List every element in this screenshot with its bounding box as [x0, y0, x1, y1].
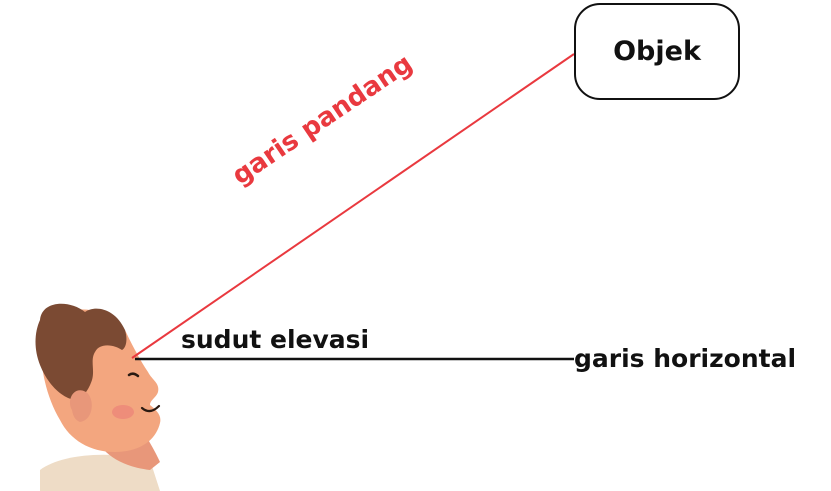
person-illustration: [35, 303, 161, 491]
person-mouth: [140, 404, 161, 413]
object-box: Objek: [574, 3, 740, 100]
person-eye: [127, 372, 140, 378]
line-of-sight: [131, 53, 575, 359]
person-hair: [35, 303, 127, 400]
elevation-angle-label: sudut elevasi: [181, 325, 370, 354]
horizontal-line-label: garis horizontal: [574, 344, 797, 373]
person-ear: [69, 390, 92, 422]
person-cheek: [112, 405, 134, 419]
object-label: Objek: [613, 36, 701, 67]
